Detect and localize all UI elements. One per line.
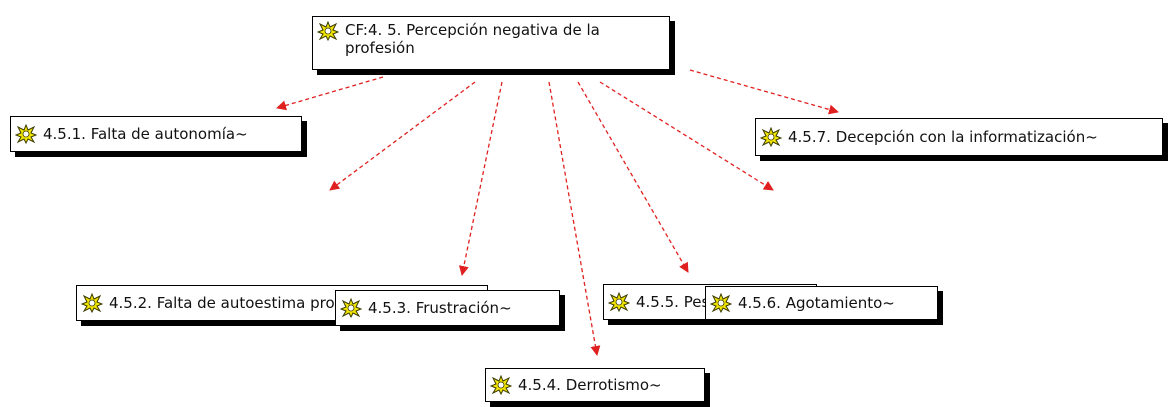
edge-root-to-n1 xyxy=(276,76,384,111)
root-code-family-node[interactable]: CF:4. 5. Percepción negativa de la profe… xyxy=(312,16,670,70)
edge-root-to-n2 xyxy=(329,81,476,191)
code-node-agotamiento[interactable]: 4.5.6. Agotamiento~ xyxy=(705,286,938,320)
edge-root-to-n5 xyxy=(577,81,689,273)
code-node-label: 4.5.2. Falta de autoestima profesional~ xyxy=(109,294,406,312)
code-node-label: 4.5.3. Frustración~ xyxy=(368,299,512,317)
family-code-icon xyxy=(316,20,340,42)
code-icon xyxy=(339,297,363,319)
code-node-label: 4.5.1. Falta de autonomía~ xyxy=(43,125,248,143)
code-node-label: 4.5.7. Decepción con la informatización~ xyxy=(788,128,1098,146)
code-node-label: 4.5.4. Derrotismo~ xyxy=(518,376,662,394)
code-icon xyxy=(489,374,513,396)
code-node-label: 4.5.6. Agotamiento~ xyxy=(738,294,895,312)
code-icon xyxy=(709,292,733,314)
code-icon xyxy=(80,292,104,314)
edge-root-to-n7 xyxy=(689,69,839,115)
code-node-decepcion-con-la-informatizacion[interactable]: 4.5.7. Decepción con la informatización~ xyxy=(755,118,1163,156)
code-node-frustracion[interactable]: 4.5.3. Frustración~ xyxy=(335,290,560,326)
code-icon xyxy=(759,126,783,148)
edge-root-to-n6 xyxy=(599,81,774,191)
root-node-label: CF:4. 5. Percepción negativa de la profe… xyxy=(345,21,600,57)
code-node-derrotismo[interactable]: 4.5.4. Derrotismo~ xyxy=(485,368,705,402)
code-icon xyxy=(607,291,631,313)
code-icon xyxy=(14,123,38,145)
code-node-falta-de-autonomia[interactable]: 4.5.1. Falta de autonomía~ xyxy=(10,116,302,152)
edge-root-to-n3 xyxy=(458,81,503,276)
